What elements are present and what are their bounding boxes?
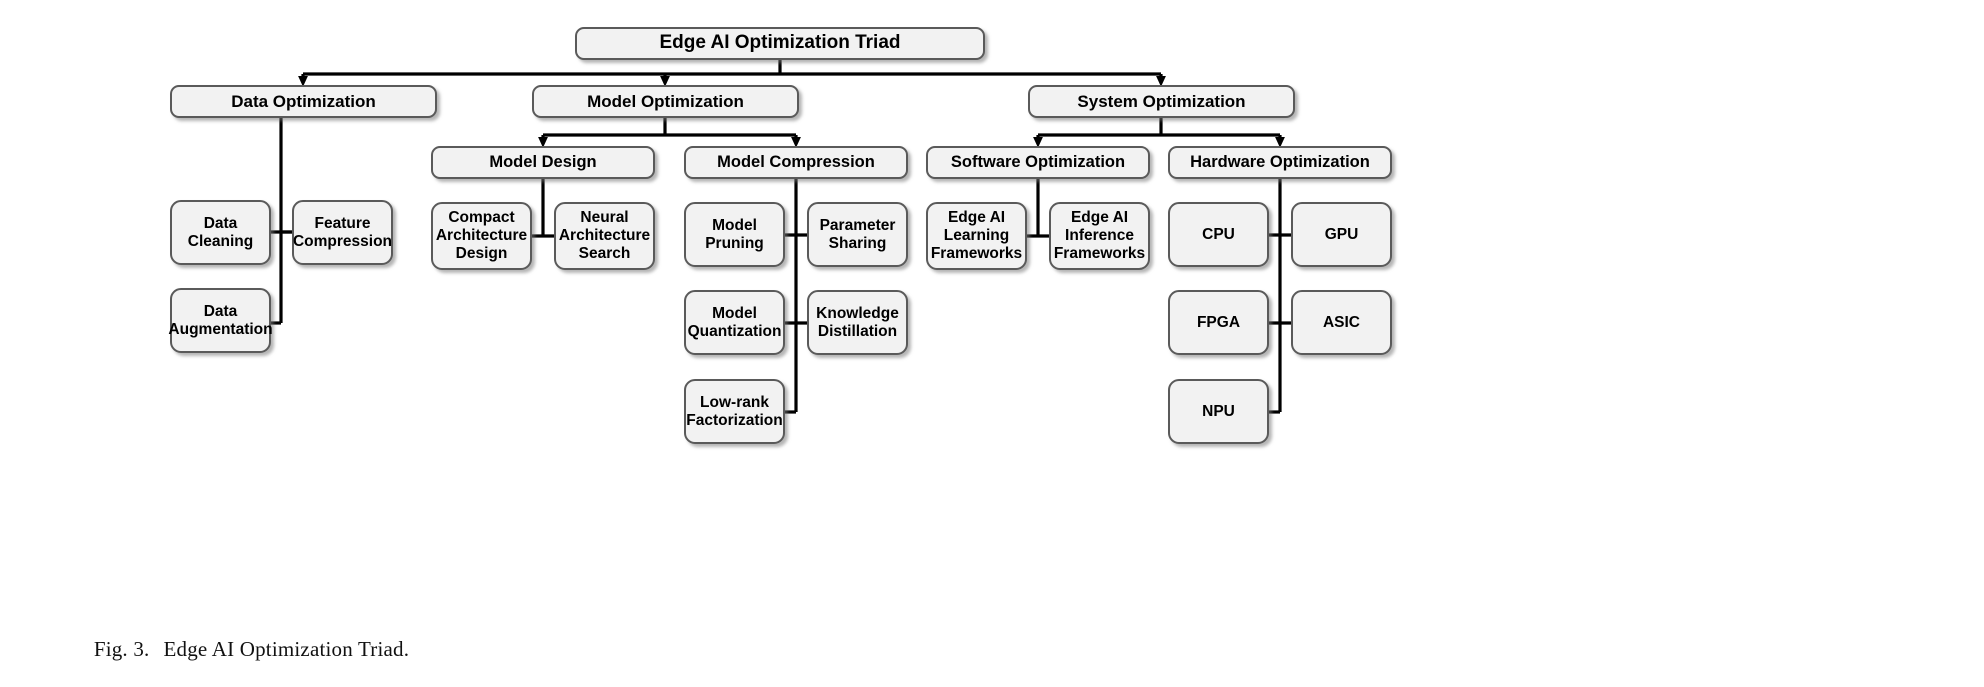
figure-caption-text: Edge AI Optimization Triad. [163, 637, 410, 661]
node-neural-architecture-search[interactable]: Neural Architecture Search [554, 202, 655, 270]
connector-layer [270, 59, 1292, 414]
node-label: Edge AI Optimization Triad [659, 32, 901, 54]
node-model-design[interactable]: Model Design [431, 146, 655, 179]
node-compact-architecture-design[interactable]: Compact Architecture Design [431, 202, 532, 270]
node-data-optimization[interactable]: Data Optimization [170, 85, 437, 118]
node-label: Software Optimization [950, 152, 1126, 171]
node-label: Compact Architecture Design [435, 209, 528, 262]
node-label: Data Augmentation [168, 302, 273, 338]
node-system-optimization[interactable]: System Optimization [1028, 85, 1295, 118]
node-hardware-optimization[interactable]: Hardware Optimization [1168, 146, 1392, 179]
node-label: Model Pruning [705, 216, 764, 252]
node-label: FPGA [1196, 313, 1241, 331]
node-knowledge-distillation[interactable]: Knowledge Distillation [807, 290, 908, 355]
node-gpu[interactable]: GPU [1291, 202, 1392, 267]
node-model-quantization[interactable]: Model Quantization [684, 290, 785, 355]
node-edge-ai-inference-frameworks[interactable]: Edge AI Inference Frameworks [1049, 202, 1150, 270]
node-software-optimization[interactable]: Software Optimization [926, 146, 1150, 179]
node-npu[interactable]: NPU [1168, 379, 1269, 444]
node-label: Knowledge Distillation [816, 304, 899, 340]
node-fpga[interactable]: FPGA [1168, 290, 1269, 355]
node-edge-ai-optimization-triad[interactable]: Edge AI Optimization Triad [575, 27, 985, 60]
node-data-cleaning[interactable]: Data Cleaning [170, 200, 271, 265]
node-parameter-sharing[interactable]: Parameter Sharing [807, 202, 908, 267]
node-label: Low-rank Factorization [686, 393, 783, 429]
node-label: ASIC [1322, 313, 1361, 331]
node-label: GPU [1324, 225, 1359, 243]
node-cpu[interactable]: CPU [1168, 202, 1269, 267]
node-label: CPU [1202, 225, 1235, 243]
figure-canvas: Edge AI Optimization Triad Data Optimiza… [94, 27, 1392, 661]
node-low-rank-factorization[interactable]: Low-rank Factorization [684, 379, 785, 444]
node-data-augmentation[interactable]: Data Augmentation [168, 288, 273, 353]
node-label: Model Optimization [587, 91, 744, 111]
figure-caption: Fig. 3. Edge AI Optimization Triad. [72, 612, 409, 687]
node-asic[interactable]: ASIC [1291, 290, 1392, 355]
node-label: System Optimization [1077, 91, 1246, 111]
node-model-optimization[interactable]: Model Optimization [532, 85, 799, 118]
node-label: Hardware Optimization [1190, 152, 1370, 171]
node-label: Edge AI Inference Frameworks [1053, 209, 1146, 262]
node-label: Edge AI Learning Frameworks [930, 209, 1023, 262]
node-label: NPU [1202, 402, 1235, 420]
node-model-compression[interactable]: Model Compression [684, 146, 908, 179]
node-label: Feature Compression [292, 214, 393, 250]
node-label: Parameter Sharing [819, 216, 896, 252]
node-label: Data Cleaning [187, 214, 254, 250]
node-label: Data Optimization [231, 91, 376, 111]
node-label: Neural Architecture Search [558, 209, 651, 262]
figure-label: Fig. 3. [93, 637, 150, 661]
node-label: Model Design [489, 152, 597, 171]
node-label: Model Compression [717, 152, 875, 171]
node-label: Model Quantization [687, 304, 782, 340]
node-model-pruning[interactable]: Model Pruning [684, 202, 785, 267]
node-feature-compression[interactable]: Feature Compression [292, 200, 393, 265]
node-edge-ai-learning-frameworks[interactable]: Edge AI Learning Frameworks [926, 202, 1027, 270]
